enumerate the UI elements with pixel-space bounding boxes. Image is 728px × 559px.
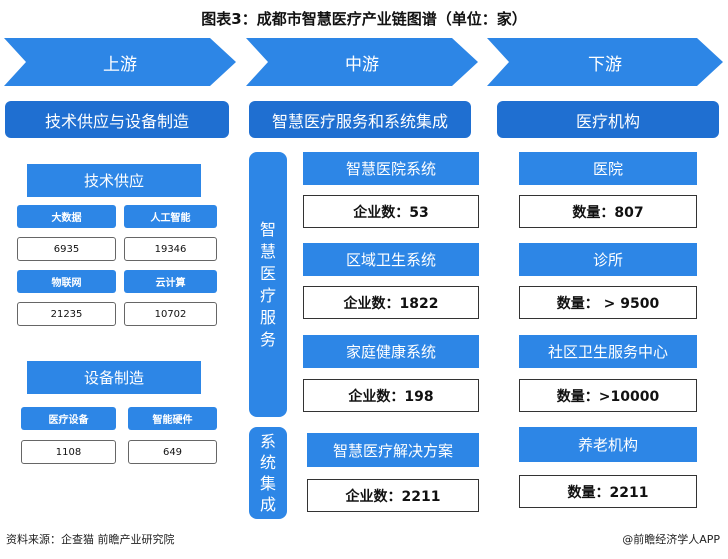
downstream-item-count: 数量： > 9500: [519, 286, 697, 319]
stage-downstream-chevron: 下游: [487, 38, 723, 86]
label-char: 集: [259, 474, 276, 493]
midstream-item-count: 企业数：53: [303, 195, 479, 228]
downstream-item-name: 诊所: [519, 243, 697, 276]
tech-item-value: 6935: [17, 237, 116, 261]
tech-item-name: 大数据: [17, 205, 116, 228]
label-char: 务: [259, 329, 276, 349]
label-char: 医: [259, 263, 276, 283]
downstream-item-count: 数量：2211: [519, 475, 697, 508]
stage-upstream-chevron: 上游: [4, 38, 236, 86]
downstream-item-name: 社区卫生服务中心: [519, 335, 697, 368]
tech-supply-label: 技术供应: [27, 164, 201, 197]
downstream-header: 医疗机构: [497, 101, 719, 138]
chevron-shape: [4, 38, 236, 86]
tech-item-value: 21235: [17, 302, 116, 326]
source-note: 资料来源：企查猫 前瞻产业研究院: [6, 533, 175, 546]
stage-upstream-label: 上游: [103, 54, 137, 75]
midstream-header: 智慧医疗服务和系统集成: [249, 101, 471, 138]
brand-note: @前瞻经济学人APP: [622, 533, 720, 546]
downstream-item-name: 养老机构: [519, 427, 697, 462]
label-char: 成: [259, 495, 276, 514]
page-title: 图表3：成都市智慧医疗产业链图谱（单位：家）: [201, 10, 527, 28]
equipment-item-value: 1108: [21, 440, 116, 464]
stage-downstream-label: 下游: [588, 54, 622, 75]
tech-item-value: 19346: [124, 237, 217, 261]
downstream-item-count: 数量：807: [519, 195, 697, 228]
midstream-item-name: 家庭健康系统: [303, 335, 479, 368]
equipment-item-name: 医疗设备: [21, 407, 116, 430]
tech-item-name: 人工智能: [124, 205, 217, 228]
label-char: 慧: [259, 241, 276, 261]
midstream-item-name: 区域卫生系统: [303, 243, 479, 276]
equipment-label: 设备制造: [27, 361, 201, 394]
midstream-item-count: 企业数：1822: [303, 286, 479, 319]
stage-midstream-label: 中游: [345, 54, 379, 75]
equipment-item-value: 649: [128, 440, 217, 464]
label-char: 疗: [259, 285, 276, 305]
midstream-item-name: 智慧医疗解决方案: [307, 433, 479, 467]
equipment-item-name: 智能硬件: [128, 407, 217, 430]
tech-item-name: 云计算: [124, 270, 217, 293]
label-char: 智: [259, 219, 276, 239]
tech-item-value: 10702: [124, 302, 217, 326]
label-char: 服: [259, 307, 276, 327]
smart-medical-service-label: 智 慧 医 疗 服 务: [249, 152, 287, 417]
label-char: 系: [259, 432, 276, 451]
midstream-item-count: 企业数：2211: [307, 479, 479, 512]
midstream-item-count: 企业数：198: [303, 379, 479, 412]
tech-item-name: 物联网: [17, 270, 116, 293]
stage-midstream-chevron: 中游: [246, 38, 478, 86]
downstream-item-name: 医院: [519, 152, 697, 185]
label-char: 统: [259, 453, 276, 472]
midstream-item-name: 智慧医院系统: [303, 152, 479, 185]
system-integration-label: 系 统 集 成: [249, 427, 287, 519]
downstream-item-count: 数量：>10000: [519, 379, 697, 412]
upstream-header: 技术供应与设备制造: [5, 101, 229, 138]
chevron-shape: [487, 38, 723, 86]
chevron-shape: [246, 38, 478, 86]
